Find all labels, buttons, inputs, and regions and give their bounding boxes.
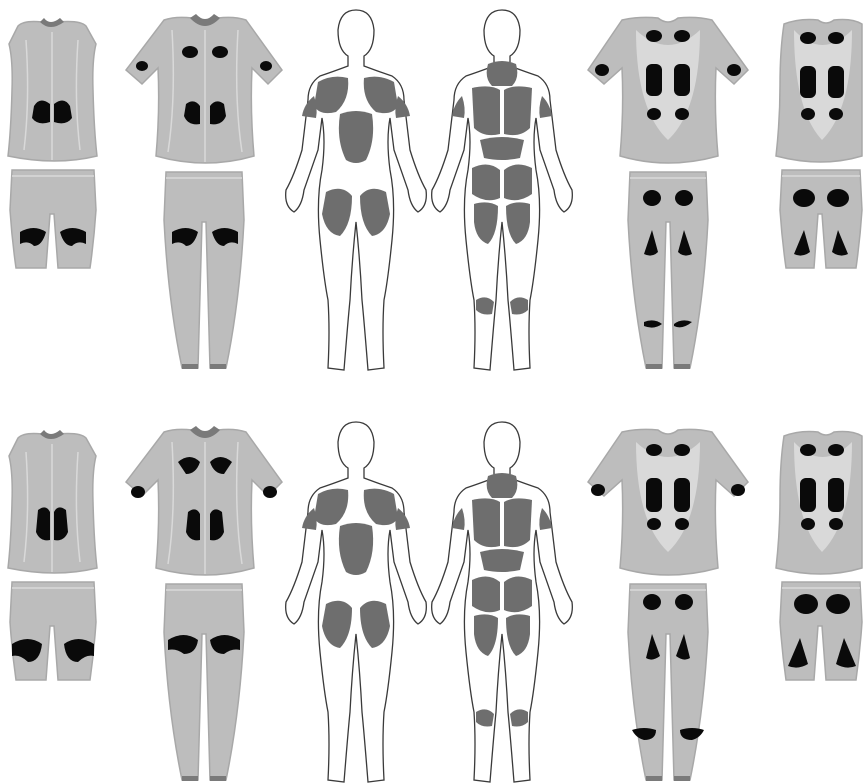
electrode-pad xyxy=(674,64,690,96)
vest-front xyxy=(8,18,97,161)
electrode-pad xyxy=(646,478,662,512)
shirt-back xyxy=(588,17,748,163)
electrode-pad xyxy=(647,108,661,120)
electrode-pad xyxy=(828,478,844,512)
electrode-pad xyxy=(800,444,816,456)
electrode-pad xyxy=(212,46,228,58)
electrode-pad xyxy=(794,594,818,614)
row-female xyxy=(8,10,862,370)
shorts-front xyxy=(10,582,96,680)
vest-back xyxy=(776,432,862,575)
electrode-pad xyxy=(828,66,844,98)
leggings-front xyxy=(164,172,244,369)
electrode-pad xyxy=(36,507,50,540)
vest-back xyxy=(776,20,862,163)
electrode-pad xyxy=(731,484,745,496)
electrode-pad xyxy=(675,108,689,120)
electrode-pad xyxy=(674,30,690,42)
electrode-pad xyxy=(646,444,662,456)
electrode-pad xyxy=(131,486,145,498)
electrode-pad xyxy=(647,518,661,530)
shirt-front xyxy=(126,14,282,163)
electrode-pad xyxy=(263,486,277,498)
electrode-pad xyxy=(674,444,690,456)
electrode-pad xyxy=(182,46,198,58)
vest-front xyxy=(8,430,97,573)
electrode-pad xyxy=(826,594,850,614)
leggings-back xyxy=(628,172,708,369)
electrode-pad xyxy=(800,32,816,44)
leggings-back xyxy=(628,584,708,781)
electrode-pad xyxy=(727,64,741,76)
electrode-pad xyxy=(674,478,690,512)
row-male xyxy=(8,422,862,782)
electrode-pad xyxy=(646,30,662,42)
electrode-pad xyxy=(828,32,844,44)
electrode-pad xyxy=(801,108,815,120)
electrode-pad xyxy=(827,189,849,207)
shorts-back xyxy=(780,170,862,268)
electrode-pad xyxy=(595,64,609,76)
shorts-front xyxy=(10,170,96,268)
electrode-pad xyxy=(675,190,693,206)
shirt-back xyxy=(588,429,748,575)
electrode-pad xyxy=(793,189,815,207)
body-front xyxy=(286,10,427,370)
electrode-pad xyxy=(675,518,689,530)
electrode-pad xyxy=(800,66,816,98)
electrode-pad xyxy=(643,594,661,610)
body-back xyxy=(432,422,573,782)
electrode-pad xyxy=(801,518,815,530)
electrode-pad xyxy=(210,509,224,540)
body-back xyxy=(432,10,573,370)
electrode-pad xyxy=(136,61,148,71)
electrode-pad xyxy=(800,478,816,512)
electrode-pad xyxy=(646,64,662,96)
electrode-pad xyxy=(829,108,843,120)
electrode-pad xyxy=(186,509,200,540)
electrode-pad xyxy=(591,484,605,496)
body-front xyxy=(286,422,427,782)
leggings-front xyxy=(164,584,244,781)
electrode-pad xyxy=(260,61,272,71)
electrode-pad xyxy=(829,518,843,530)
electrode-pad xyxy=(675,594,693,610)
electrode-pad xyxy=(828,444,844,456)
electrode-pad xyxy=(54,507,68,540)
shirt-front xyxy=(126,426,282,575)
electrode-pad xyxy=(643,190,661,206)
shorts-back xyxy=(780,582,862,680)
